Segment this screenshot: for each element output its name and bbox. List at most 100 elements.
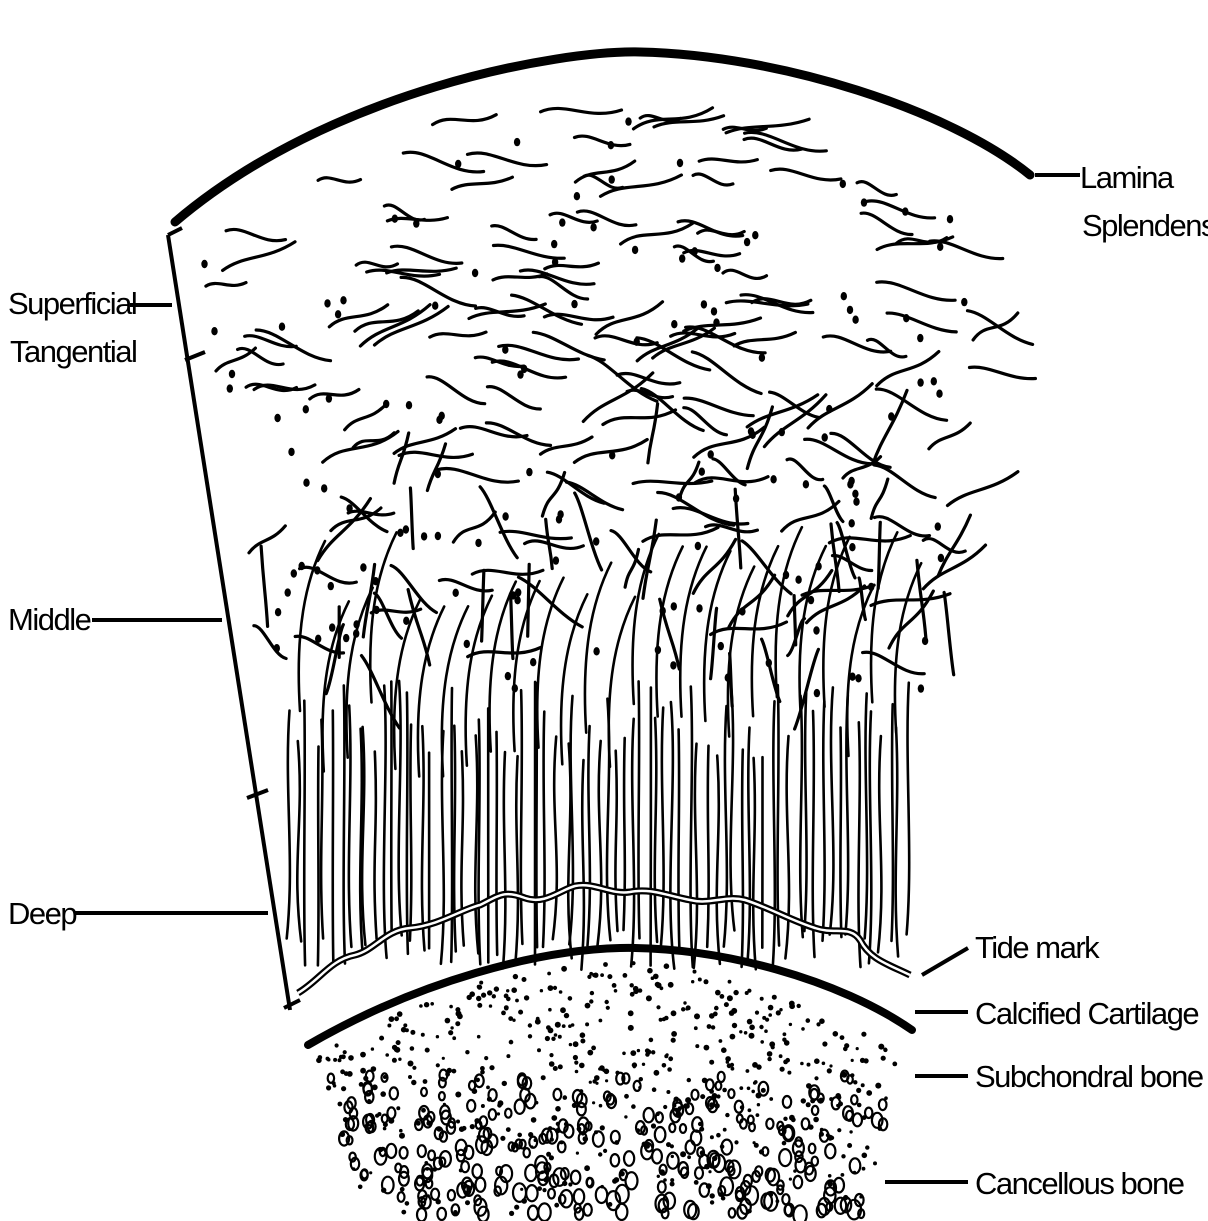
collagen-fiber [771,169,841,180]
bone-dot [469,991,475,997]
radial-fiber [804,693,806,931]
bone-dot [395,1047,401,1053]
bone-dot [719,1039,723,1043]
bone-pore [634,1081,641,1091]
chondrocyte-dot [593,647,599,655]
bone-dot [605,1079,608,1082]
bone-dot [656,1005,660,1009]
bone-dot [371,1047,374,1050]
bone-dot [561,966,567,972]
bone-dot [709,1060,714,1065]
bone-pore [692,1090,699,1100]
bone-pore [428,1151,435,1161]
bone-dot [445,1018,451,1024]
chondrocyte-dot [625,117,631,125]
radial-fiber [588,726,590,946]
bone-pore [762,1147,768,1155]
bone-dot [656,982,662,988]
bone-dot [739,1086,743,1090]
chondrocyte-dot [353,620,359,628]
bone-dot [455,1007,460,1012]
bone-pore [779,1149,791,1166]
collagen-fiber [968,311,1033,345]
bone-dot [828,1174,832,1178]
bone-dot [776,1199,780,1203]
bone-dot [504,1006,509,1011]
lamina-label-line1: Lamina [1080,160,1175,195]
bone-dot [603,962,608,967]
chondrocyte-dot [849,519,855,527]
chondrocyte-dot [288,448,294,456]
chondrocyte-dot [695,542,701,550]
bone-dot [791,1117,796,1122]
bone-dot [739,1030,742,1033]
chondrocyte-dot [813,626,819,634]
bone-dot [624,1094,629,1099]
bone-dot [847,1143,852,1148]
bone-dot [465,1200,470,1205]
bone-dot [746,1069,750,1073]
chondrocyte-dot [227,384,233,392]
bone-dot [553,1066,558,1071]
bone-dot [779,1008,782,1011]
bone-dot [514,1205,519,1210]
collagen-fiber [323,432,398,463]
bone-pore [548,1189,555,1199]
bone-dot [614,989,618,993]
bone-dot [506,1054,510,1058]
bone-dot [728,980,732,984]
chondrocyte-dot [557,510,563,518]
chondrocyte-dot [464,640,470,648]
collagen-fiber [318,499,371,561]
chondrocyte-dot [275,608,281,616]
chondrocyte-dot [590,223,596,231]
bone-dot [554,1033,558,1037]
bone-dot [793,1169,796,1172]
bone-dot [436,1035,439,1038]
collagen-fiber [868,339,906,357]
bone-dot [851,1059,854,1062]
bone-dot [680,1151,686,1157]
collagen-fiber [492,226,536,240]
bone-dot [619,1171,625,1177]
chondrocyte-dot [413,219,419,227]
bone-dot [637,1049,640,1052]
bone-dot [545,1036,550,1041]
chondrocyte-dot [455,160,461,168]
bone-dot [492,994,496,998]
bone-pore [706,1079,714,1090]
chondrocyte-dot [303,479,309,487]
bone-dot [816,1022,820,1026]
bone-dot [546,1025,551,1030]
bone-dot [592,1101,595,1104]
bone-pore [718,1072,725,1082]
bone-dot [730,1034,736,1040]
radial-fiber [670,702,674,969]
bone-dot [436,1063,440,1067]
bone-dot [671,1010,677,1016]
collagen-fiber [348,511,394,515]
bone-dot [813,1117,819,1123]
bone-dot [710,1200,714,1204]
bone-pore [476,1178,486,1192]
bone-dot [724,1002,729,1007]
chondrocyte-dot [708,450,714,458]
bone-pore [794,1176,803,1188]
bone-dot [663,1178,667,1182]
bone-dot [542,1188,546,1192]
radial-fiber [344,685,345,963]
radial-fiber [655,718,657,942]
bone-dot [531,1117,537,1123]
bone-dot [405,1028,409,1032]
radial-fiber [318,747,319,966]
bone-dot [594,1075,600,1081]
chondrocyte-dot [609,451,615,459]
bracket-top-tick [168,228,182,235]
bone-dot [387,1024,391,1028]
bone-dot [765,1018,769,1022]
bone-dot [671,1155,674,1158]
chondrocyte-dot [961,298,967,306]
radial-fiber [597,741,601,947]
bone-dot [814,1076,818,1080]
bone-dot [548,985,554,991]
